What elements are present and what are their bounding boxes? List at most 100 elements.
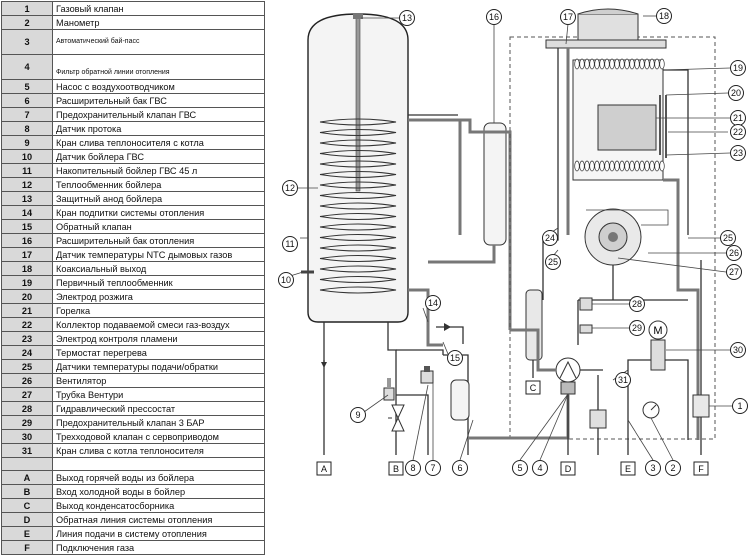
callout-23: 23 — [730, 145, 746, 161]
port-E: E — [620, 461, 636, 476]
svg-text:13: 13 — [402, 13, 412, 23]
legend-label: Линия подачи в систему отопления — [52, 526, 265, 541]
legend-number: 6 — [1, 93, 53, 108]
svg-text:E: E — [625, 464, 631, 474]
svg-text:11: 11 — [285, 239, 294, 249]
legend-label: Насос с воздухоотводчиком — [52, 79, 265, 94]
svg-text:D: D — [565, 464, 572, 474]
svg-text:2: 2 — [670, 463, 675, 473]
legend-label: Защитный анод бойлера — [52, 191, 265, 206]
legend-label: Коллектор подаваемой смеси газ-воздух — [52, 317, 265, 332]
callout-19: 19 — [730, 60, 746, 76]
svg-text:28: 28 — [632, 299, 642, 309]
legend-number: 5 — [1, 79, 53, 94]
callout-16: 16 — [486, 9, 502, 25]
svg-text:27: 27 — [729, 267, 739, 277]
callout-1: 1 — [732, 398, 748, 414]
legend-label: Выход конденсатосборника — [52, 498, 265, 513]
anode-rod — [355, 15, 361, 192]
callout-22: 22 — [730, 124, 746, 140]
legend-number: 28 — [1, 401, 53, 416]
legend-number: D — [1, 512, 53, 527]
svg-text:1: 1 — [737, 401, 742, 411]
svg-text:5: 5 — [517, 463, 522, 473]
legend-label: Обратная линия системы отопления — [52, 512, 265, 527]
svg-text:19: 19 — [733, 63, 743, 73]
legend-number: F — [1, 540, 53, 555]
legend-label: Теплообменник бойлера — [52, 177, 265, 192]
legend-label: Датчик протока — [52, 121, 265, 136]
legend-number: 7 — [1, 107, 53, 122]
callout-27: 27 — [726, 264, 742, 280]
svg-text:6: 6 — [457, 463, 462, 473]
legend-label: Предохранительный клапан 3 БАР — [52, 415, 265, 430]
legend-number: 10 — [1, 149, 53, 164]
legend-number: 23 — [1, 331, 53, 346]
legend-label: Манометр — [52, 15, 265, 30]
port-D: D — [560, 461, 576, 476]
svg-text:A: A — [321, 464, 327, 474]
legend-label: Кран слива с котла теплоносителя — [52, 443, 265, 458]
callout-21: 21 — [730, 110, 746, 126]
callout-5: 5 — [512, 460, 528, 476]
callout-12: 12 — [282, 180, 298, 196]
legend-label: Датчики температуры подачи/обратки — [52, 359, 265, 374]
legend-number: 2 — [1, 15, 53, 30]
svg-text:7: 7 — [430, 463, 435, 473]
svg-text:14: 14 — [428, 298, 438, 308]
legend-number: 18 — [1, 261, 53, 276]
legend-number — [1, 457, 53, 471]
legend-number: B — [1, 484, 53, 499]
legend-number: 1 — [1, 1, 53, 16]
svg-text:24: 24 — [545, 233, 555, 243]
legend-label: Фильтр обратной линии отопления — [52, 54, 265, 80]
svg-text:18: 18 — [659, 11, 669, 21]
svg-text:31: 31 — [618, 375, 628, 385]
legend-label: Вход холодной воды в бойлер — [52, 484, 265, 499]
port-F: F — [693, 461, 709, 476]
legend-label: Выход горячей воды из бойлера — [52, 470, 265, 485]
legend-number: 16 — [1, 233, 53, 248]
callout-18: 18 — [656, 8, 672, 24]
svg-text:10: 10 — [281, 275, 291, 285]
svg-text:25: 25 — [548, 257, 558, 267]
svg-text:30: 30 — [733, 345, 743, 355]
callout-8: 8 — [405, 460, 421, 476]
boiler-coil — [319, 118, 397, 294]
callout-2: 2 — [665, 460, 681, 476]
legend-number: 4 — [1, 54, 53, 80]
legend-number: 29 — [1, 415, 53, 430]
svg-text:C: C — [530, 383, 537, 393]
legend-number: 21 — [1, 303, 53, 318]
port-C: C — [525, 380, 541, 395]
legend-number: 26 — [1, 373, 53, 388]
svg-text:4: 4 — [537, 463, 542, 473]
legend-label: Электрод контроля пламени — [52, 331, 265, 346]
legend-label: Гидравлический прессостат — [52, 401, 265, 416]
legend-number: 13 — [1, 191, 53, 206]
callout-11: 11 — [282, 236, 298, 252]
legend-number: E — [1, 526, 53, 541]
legend-number: 12 — [1, 177, 53, 192]
